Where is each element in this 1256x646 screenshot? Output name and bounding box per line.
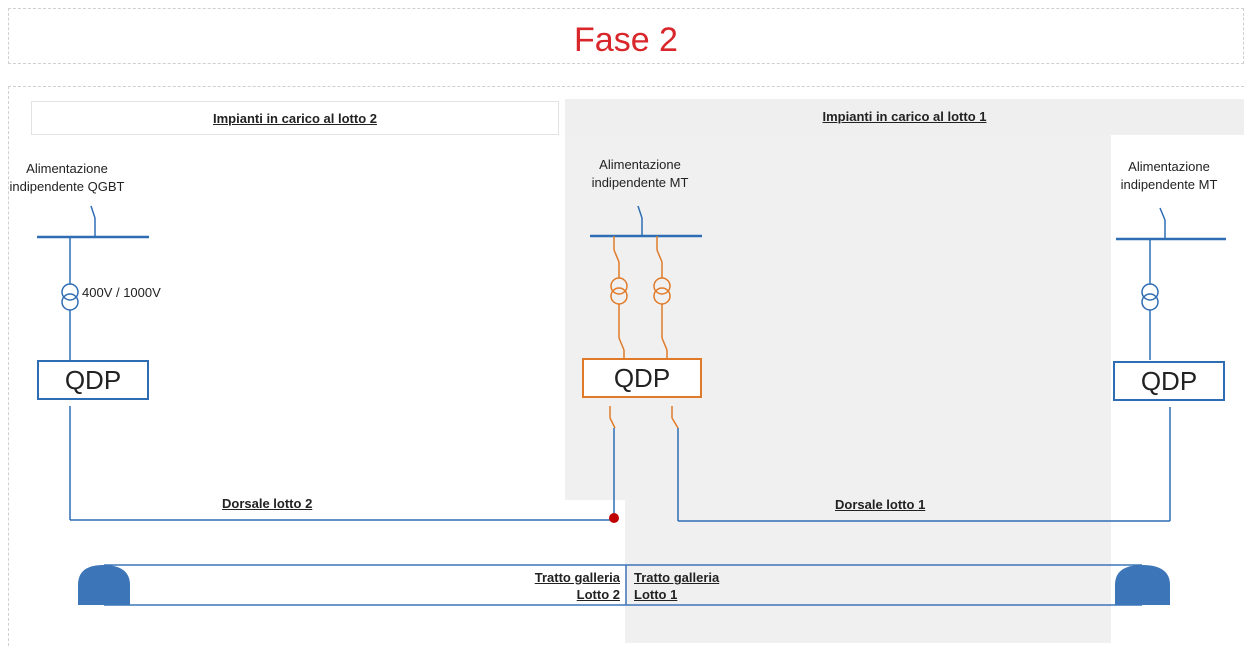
backbone-lotto2-label: Dorsale lotto 2 <box>222 496 313 511</box>
right-transformer-bottom <box>1141 293 1159 311</box>
tunnel-lotto1-label-line2: Lotto 1 <box>634 587 678 602</box>
lotto1-zone <box>565 135 1111 500</box>
left-source-switch <box>90 205 96 219</box>
header-lotto2: Impianti in carico al lotto 2 <box>31 101 559 135</box>
left-transformer-bottom <box>61 293 79 311</box>
backbone-lotto1-label: Dorsale lotto 1 <box>835 497 926 512</box>
center-transformer-1-bottom <box>610 287 628 305</box>
center-t1-switch-a <box>613 249 620 263</box>
diagram-frame <box>8 86 1244 646</box>
header-lotto1: Impianti in carico al lotto 1 <box>565 99 1244 135</box>
tunnel-portal-left <box>78 565 130 605</box>
tunnel-portal-right <box>1115 565 1170 605</box>
center-source-label: Alimentazione indipendente MT <box>591 157 689 190</box>
right-branch <box>1116 207 1226 521</box>
panel-qdp-right: QDP <box>1113 361 1225 401</box>
panel-qdp-left: QDP <box>37 360 149 400</box>
center-t1-switch-b <box>618 337 625 351</box>
center-branch <box>590 205 1170 523</box>
panel-qdp-center: QDP <box>582 358 702 398</box>
lotto1-zone-lower <box>625 500 1111 643</box>
center-source-switch <box>637 205 643 219</box>
center-out-switch-right <box>671 417 679 429</box>
tunnel <box>78 564 1170 606</box>
right-source-label: Alimentazione indipendente MT <box>1120 159 1218 192</box>
left-branch <box>37 205 614 521</box>
title-box: Fase 2 <box>8 8 1244 64</box>
center-transformer-2-top <box>653 277 671 295</box>
tunnel-lotto2-label-line1: Tratto galleria <box>534 570 620 585</box>
tunnel-lotto2-label-line2: Lotto 2 <box>576 587 620 602</box>
transformer-rating-label: 400V / 1000V <box>82 285 161 300</box>
center-t2-switch-a <box>656 249 663 263</box>
tunnel-lotto1-label-line1: Tratto galleria <box>634 570 720 585</box>
center-out-switch-left <box>609 417 616 429</box>
center-t2-switch-b <box>661 337 668 351</box>
center-transformer-2-bottom <box>653 287 671 305</box>
right-transformer-top <box>1141 283 1159 301</box>
left-source-label: Alimentazione indipendente QGBT <box>9 161 125 194</box>
right-source-switch <box>1159 207 1166 221</box>
center-transformer-1-top <box>610 277 628 295</box>
junction-dot <box>609 513 619 523</box>
left-transformer-top <box>61 283 79 301</box>
diagram-title: Fase 2 <box>574 21 678 59</box>
